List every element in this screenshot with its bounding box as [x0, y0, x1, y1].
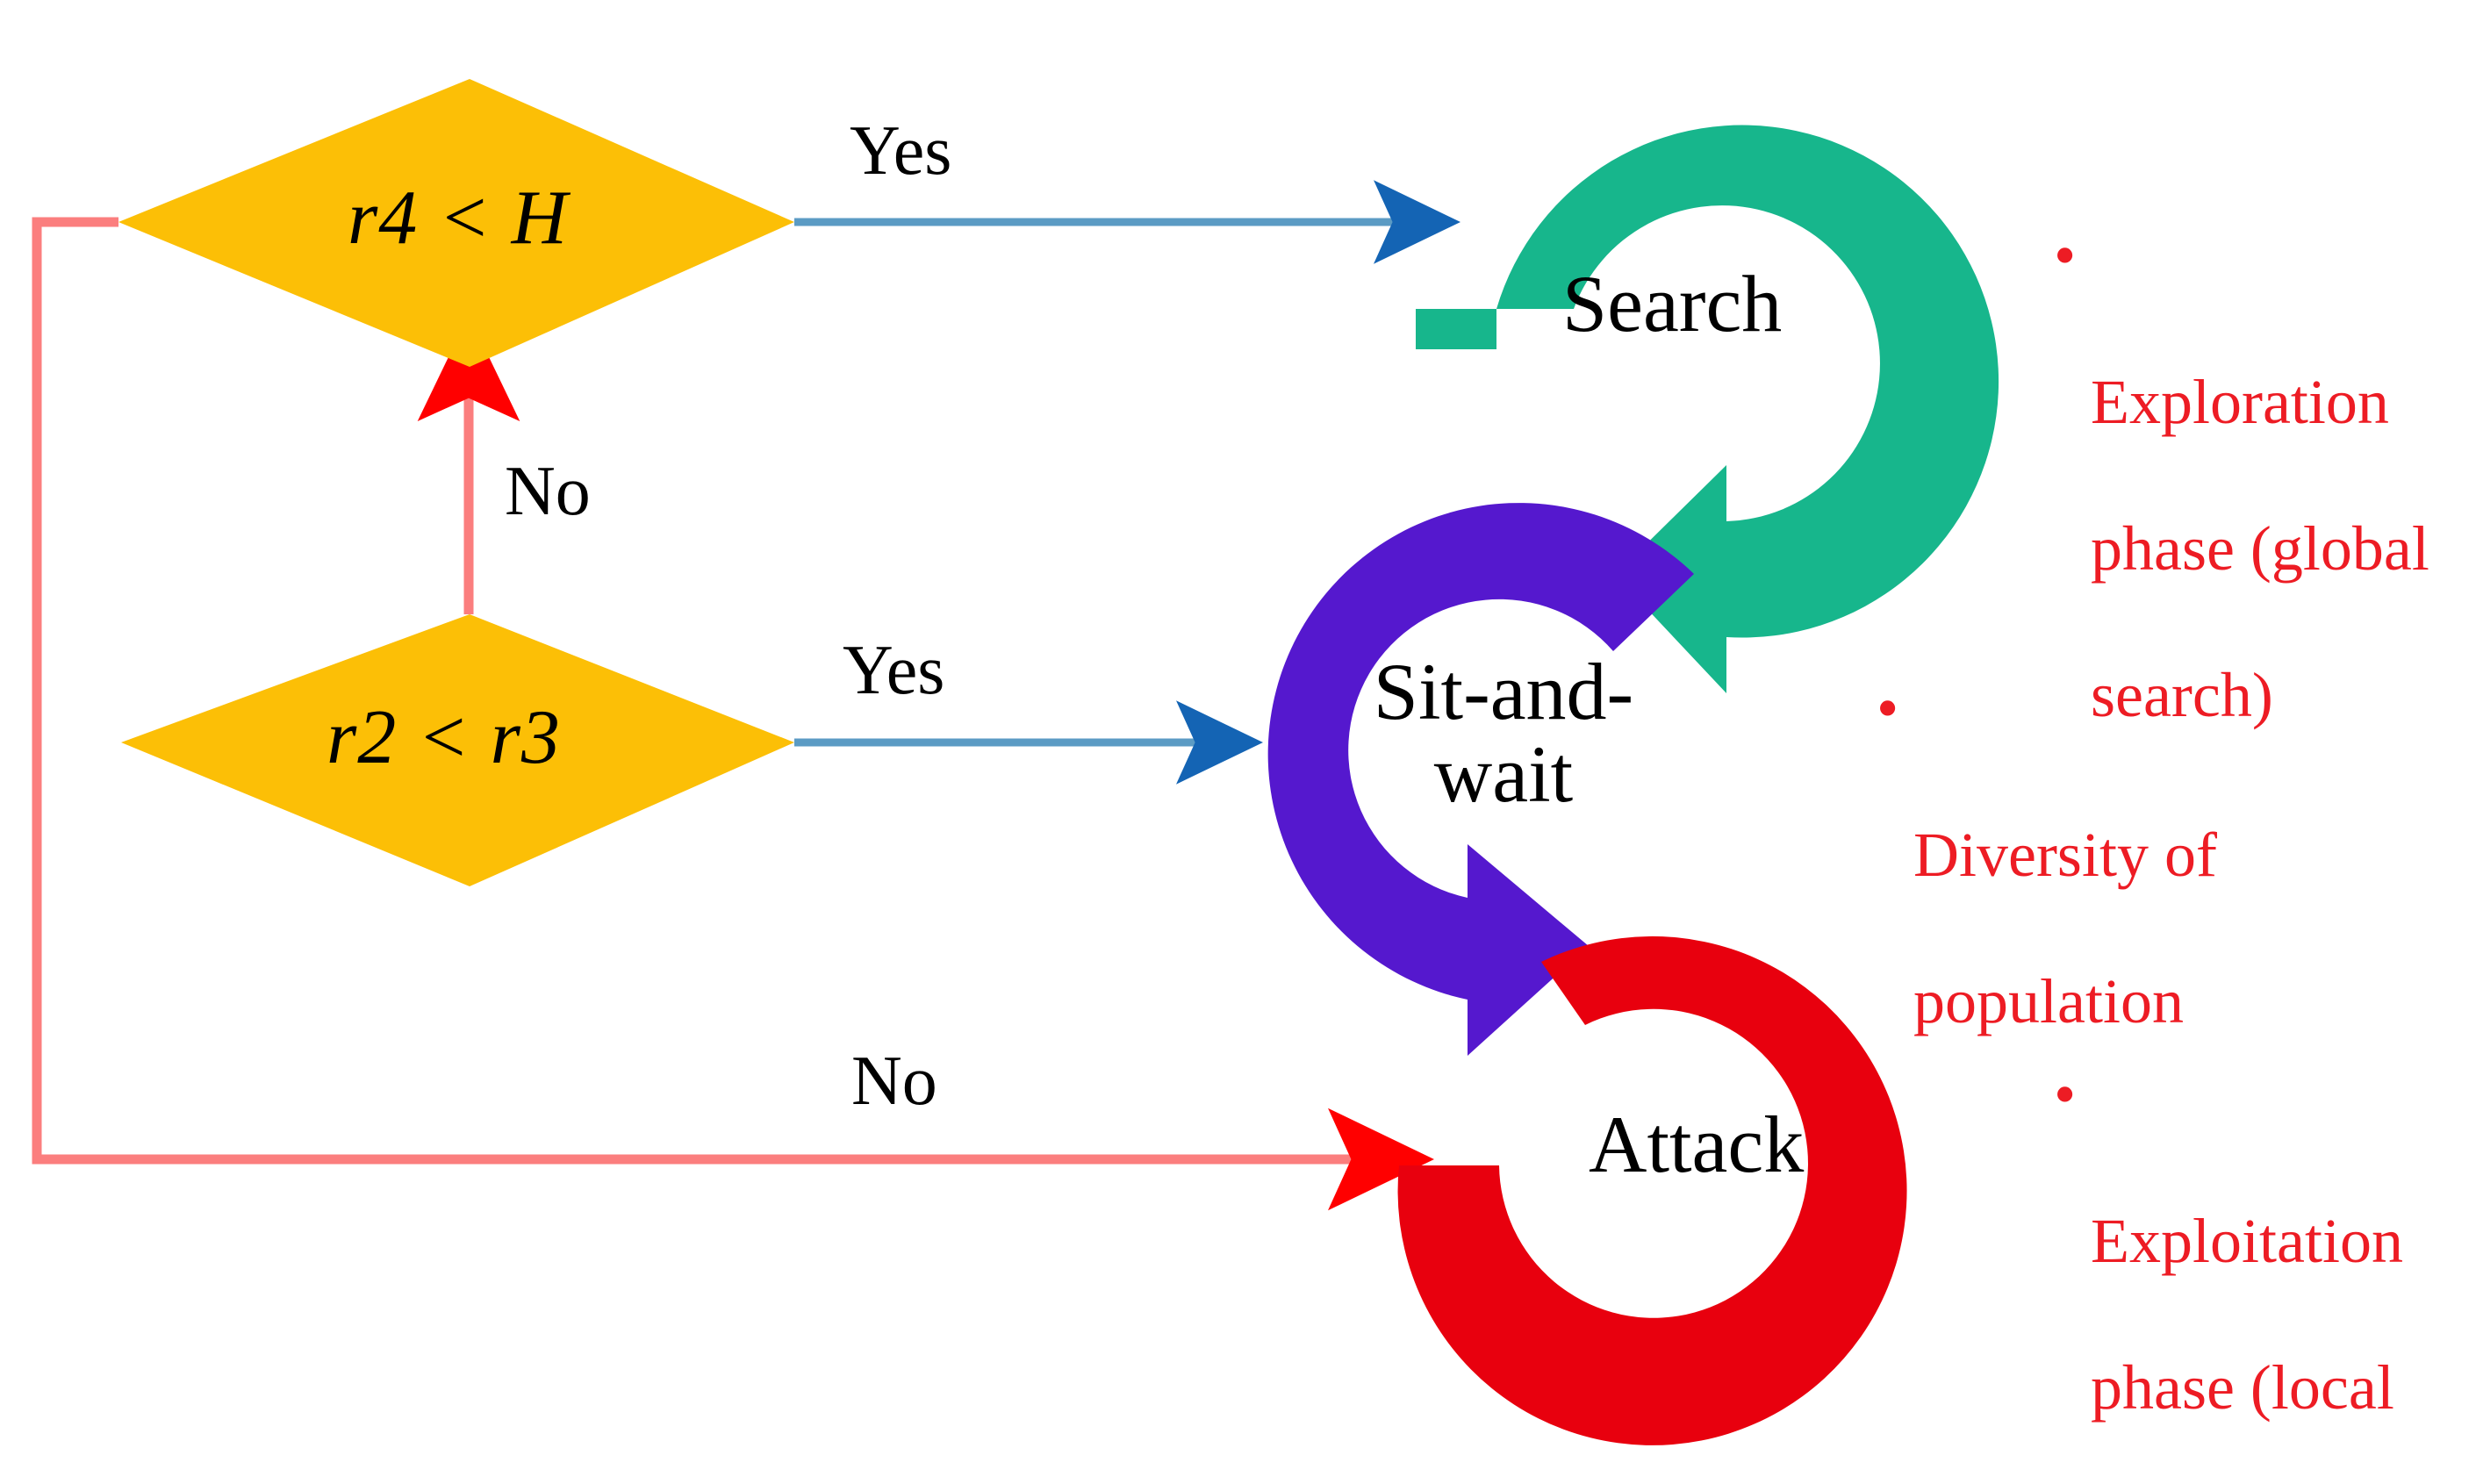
edge-line-no-attack [32, 217, 1434, 1211]
annotation-exploration: • Exploration phase (global search) [2054, 219, 2429, 733]
attack-ring-shape [1397, 936, 1907, 1445]
annotation-bullet-icon: • [2054, 1059, 2077, 1129]
phase-ring-search[interactable] [1416, 125, 1999, 693]
annotation-exploration-line3: search) [2091, 660, 2273, 731]
phase-ring-sit-and-wait[interactable] [1267, 503, 1694, 1056]
annotation-exploitation-line1: Exploitation [2091, 1206, 2403, 1277]
decision-diamond-r4-h[interactable] [118, 79, 794, 367]
phase-ring-attack[interactable] [1397, 936, 1907, 1445]
sit-and-wait-ring-shape [1267, 503, 1694, 1056]
annotation-bullet-icon: • [2054, 220, 2077, 290]
decision-diamond-r2-r3[interactable] [121, 614, 794, 886]
edge-no-loop [32, 217, 1434, 1211]
annotation-exploration-line2: phase (global [2091, 513, 2429, 584]
annotation-exploration-line1: Exploration [2091, 367, 2389, 438]
annotation-exploitation: • Exploitation phase (local search) [2054, 1058, 2403, 1484]
annotation-bullet-icon: • [1877, 673, 1899, 743]
search-ring-shape [1416, 125, 1999, 693]
annotation-exploitation-line2: phase (local [2091, 1352, 2394, 1423]
annotation-diversity: • Diversity of population [1877, 672, 2217, 1039]
annotation-diversity-line2: population [1913, 966, 2184, 1037]
annotation-diversity-line1: Diversity of [1913, 820, 2217, 891]
